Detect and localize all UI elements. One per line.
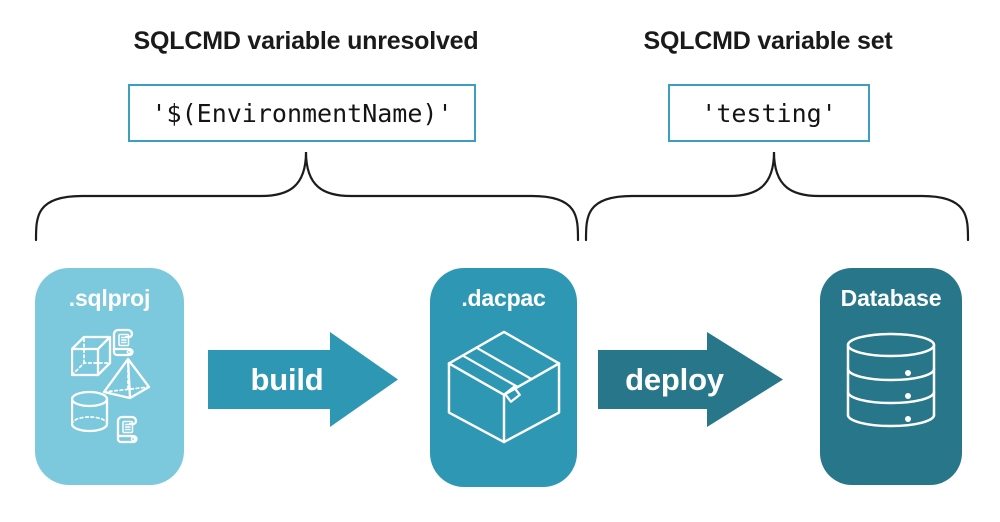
node-sqlproj: .sqlproj	[35, 268, 184, 485]
node-database-label: Database	[840, 285, 942, 311]
build-arrow-label: build	[250, 362, 324, 397]
deploy-arrow: deploy	[598, 332, 783, 427]
right-arrow-shape	[208, 332, 398, 427]
database-dot	[905, 416, 911, 422]
right-arrow-shape	[598, 332, 783, 427]
right-brace	[584, 151, 970, 242]
sql-script-icon	[112, 328, 134, 357]
left-brace	[34, 151, 580, 242]
database-dot	[905, 370, 911, 376]
heading-variable-set: SQLCMD variable set	[643, 27, 893, 55]
node-dacpac-label: .dacpac	[461, 285, 546, 311]
node-database: Database	[820, 268, 962, 485]
sql-project-objects-icon	[71, 328, 151, 444]
database-dot	[905, 393, 911, 399]
database-cylinder-icon	[846, 332, 936, 428]
pyramid-icon	[102, 357, 151, 400]
heading-variable-unresolved: SQLCMD variable unresolved	[133, 27, 479, 55]
cylinder-icon	[71, 390, 109, 433]
package-tape-lines	[461, 346, 533, 389]
package-box-icon	[447, 330, 561, 444]
code-box-testing-value: 'testing'	[668, 84, 870, 142]
cube-icon	[71, 335, 112, 377]
node-sqlproj-label: .sqlproj	[68, 285, 151, 311]
sql-script-icon	[116, 415, 138, 444]
code-box-environment-variable: '$(EnvironmentName)'	[128, 84, 476, 142]
code-value-set: 'testing'	[701, 98, 837, 128]
deploy-arrow-label: deploy	[625, 362, 724, 397]
build-arrow: build	[208, 332, 398, 427]
scope-braces	[34, 151, 970, 242]
node-dacpac: .dacpac	[430, 268, 577, 487]
code-value-unresolved: '$(EnvironmentName)'	[151, 98, 453, 128]
package-label	[503, 385, 521, 403]
